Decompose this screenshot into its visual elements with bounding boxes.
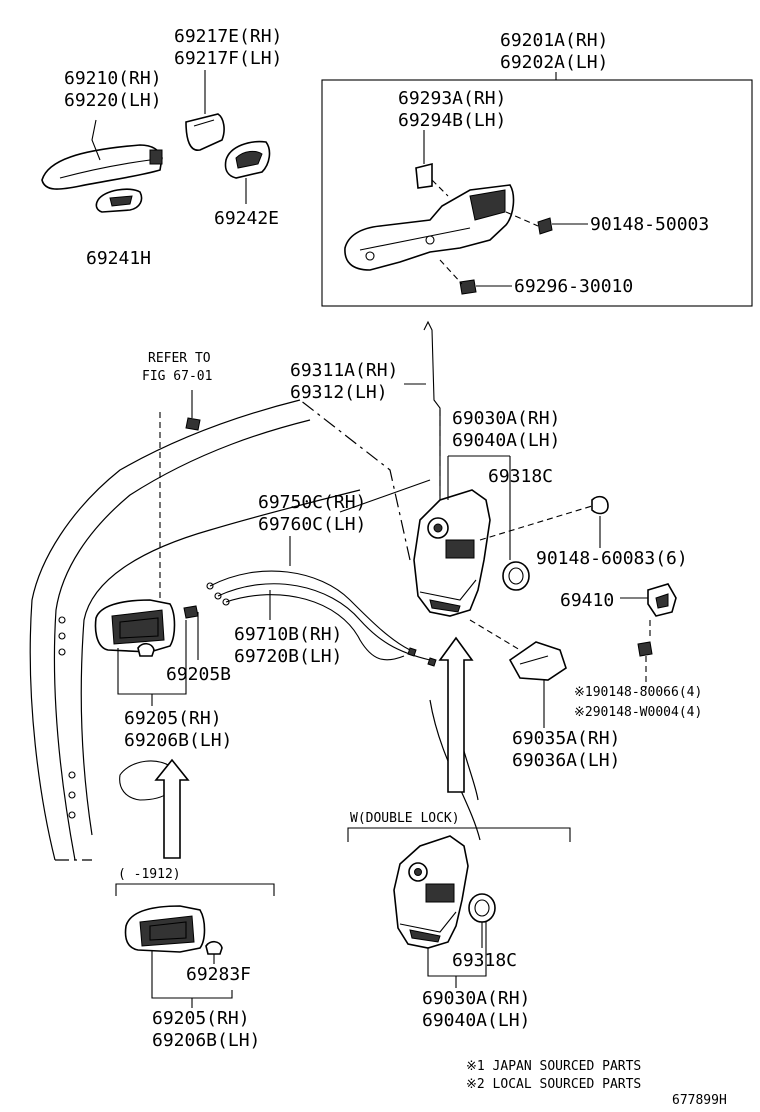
label-69318C-top: 69318C <box>488 466 553 487</box>
label-refer-to-line2: FIG 67-01 <box>142 369 212 384</box>
label-90148-w0004: ※290148-W0004(4) <box>574 705 702 720</box>
label-69205-bottom-lh: 69206B(LH) <box>152 1030 260 1051</box>
label-69217-rh: 69217E(RH) <box>174 26 282 47</box>
inside-handle-69205-bottom <box>115 883 275 1008</box>
label-refer-to: REFER TO FIG 67-01 <box>142 351 212 384</box>
striker-69410 <box>620 583 677 640</box>
screw-69296-30010 <box>439 259 512 295</box>
label-69210-rh: 69210(RH) <box>64 68 162 89</box>
label-69293: 69293A(RH) 69294B(LH) <box>398 88 506 131</box>
label-69205-bottom: 69205(RH) 69206B(LH) <box>152 1008 260 1051</box>
arrow-right-up <box>438 636 474 793</box>
illustration-id: 677899H <box>672 1093 727 1108</box>
frame-assembly-box <box>321 79 753 307</box>
label-69205B: 69205B <box>166 664 231 685</box>
label-69205-mid: 69205(RH) 69206B(LH) <box>124 708 232 751</box>
seal-69318C-bottom <box>468 893 496 948</box>
label-69030-top-lh: 69040A(LH) <box>452 430 560 451</box>
label-69750-rh: 69750C(RH) <box>258 492 366 513</box>
label-69035-rh: 69035A(RH) <box>512 728 620 749</box>
frame-clip-69293 <box>415 130 449 197</box>
inside-handle-69205-mid <box>94 599 187 706</box>
label-69035-lh: 69036A(LH) <box>512 750 620 771</box>
label-69710-lh: 69720B(LH) <box>234 646 342 667</box>
label-69201: 69201A(RH) 69202A(LH) <box>500 30 608 73</box>
label-69293-lh: 69294B(LH) <box>398 110 506 131</box>
label-refer-to-line1: REFER TO <box>148 351 211 366</box>
label-69311: 69311A(RH) 69312(LH) <box>290 360 398 403</box>
label-90148-80066: ※190148-80066(4) <box>574 685 702 700</box>
lock-rod-69311 <box>404 320 441 500</box>
label-69205-mid-lh: 69206B(LH) <box>124 730 232 751</box>
outside-door-handle-69210 <box>41 119 163 190</box>
label-69242E: 69242E <box>214 208 279 229</box>
label-69035: 69035A(RH) 69036A(LH) <box>512 728 620 771</box>
door-lock-assembly-69030-double-lock <box>347 827 571 988</box>
label-69201-lh: 69202A(LH) <box>500 52 608 73</box>
label-69410: 69410 <box>560 590 614 611</box>
label-69710-rh: 69710B(RH) <box>234 624 342 645</box>
label-69296-30010: 69296-30010 <box>514 276 633 297</box>
note-japan-sourced: ※1 JAPAN SOURCED PARTS <box>466 1059 641 1074</box>
label-69293-rh: 69293A(RH) <box>398 88 506 109</box>
seal-69318C-top <box>502 561 530 591</box>
label-69283F: 69283F <box>186 964 251 985</box>
label-69030-bottom-rh: 69030A(RH) <box>422 988 530 1009</box>
label-69205-bottom-rh: 69205(RH) <box>152 1008 250 1029</box>
screw-90148-50003 <box>505 211 588 235</box>
striker-screw-90148-80066 <box>637 641 653 688</box>
label-69030-top: 69030A(RH) 69040A(LH) <box>452 408 560 451</box>
label-69201-rh: 69201A(RH) <box>500 30 608 51</box>
handle-frame-69201 <box>344 184 515 271</box>
lock-cover-69035 <box>469 619 567 728</box>
door-lock-assembly-69030-top <box>339 455 511 617</box>
label-69030-bottom-lh: 69040A(LH) <box>422 1010 530 1031</box>
label-69030-top-rh: 69030A(RH) <box>452 408 560 429</box>
label-69311-rh: 69311A(RH) <box>290 360 398 381</box>
label-90148-50003: 90148-50003 <box>590 214 709 235</box>
handle-cap-69205B <box>137 605 199 660</box>
note-local-sourced: ※2 LOCAL SOURCED PARTS <box>466 1077 641 1092</box>
label-69241H: 69241H <box>86 248 151 269</box>
label-69311-lh: 69312(LH) <box>290 382 388 403</box>
label-69710: 69710B(RH) 69720B(LH) <box>234 624 342 667</box>
label-double-lock: W(DOUBLE LOCK) <box>350 811 460 826</box>
label-69750-lh: 69760C(LH) <box>258 514 366 535</box>
label-69750: 69750C(RH) 69760C(LH) <box>258 492 366 535</box>
door-panel-outline <box>29 399 481 861</box>
screw-90148-60083 <box>479 495 609 548</box>
arrow-left-up <box>154 758 190 859</box>
label-69217-lh: 69217F(LH) <box>174 48 282 69</box>
label-69210-lh: 69220(LH) <box>64 90 162 111</box>
label-69210: 69210(RH) 69220(LH) <box>64 68 162 111</box>
label-90148-60083: 90148-60083(6) <box>536 548 688 569</box>
handle-bezel-69242E <box>224 140 271 204</box>
label-69205-mid-rh: 69205(RH) <box>124 708 222 729</box>
label-69217: 69217E(RH) 69217F(LH) <box>174 26 282 69</box>
label-69318C-bottom: 69318C <box>452 950 517 971</box>
label-1912: ( -1912) <box>118 867 181 882</box>
handle-pad-69241H <box>95 188 143 213</box>
door-lock-cables-69750-69710 <box>206 536 437 667</box>
handle-cover-69217 <box>185 70 225 151</box>
label-69030-bottom: 69030A(RH) 69040A(LH) <box>422 988 530 1031</box>
